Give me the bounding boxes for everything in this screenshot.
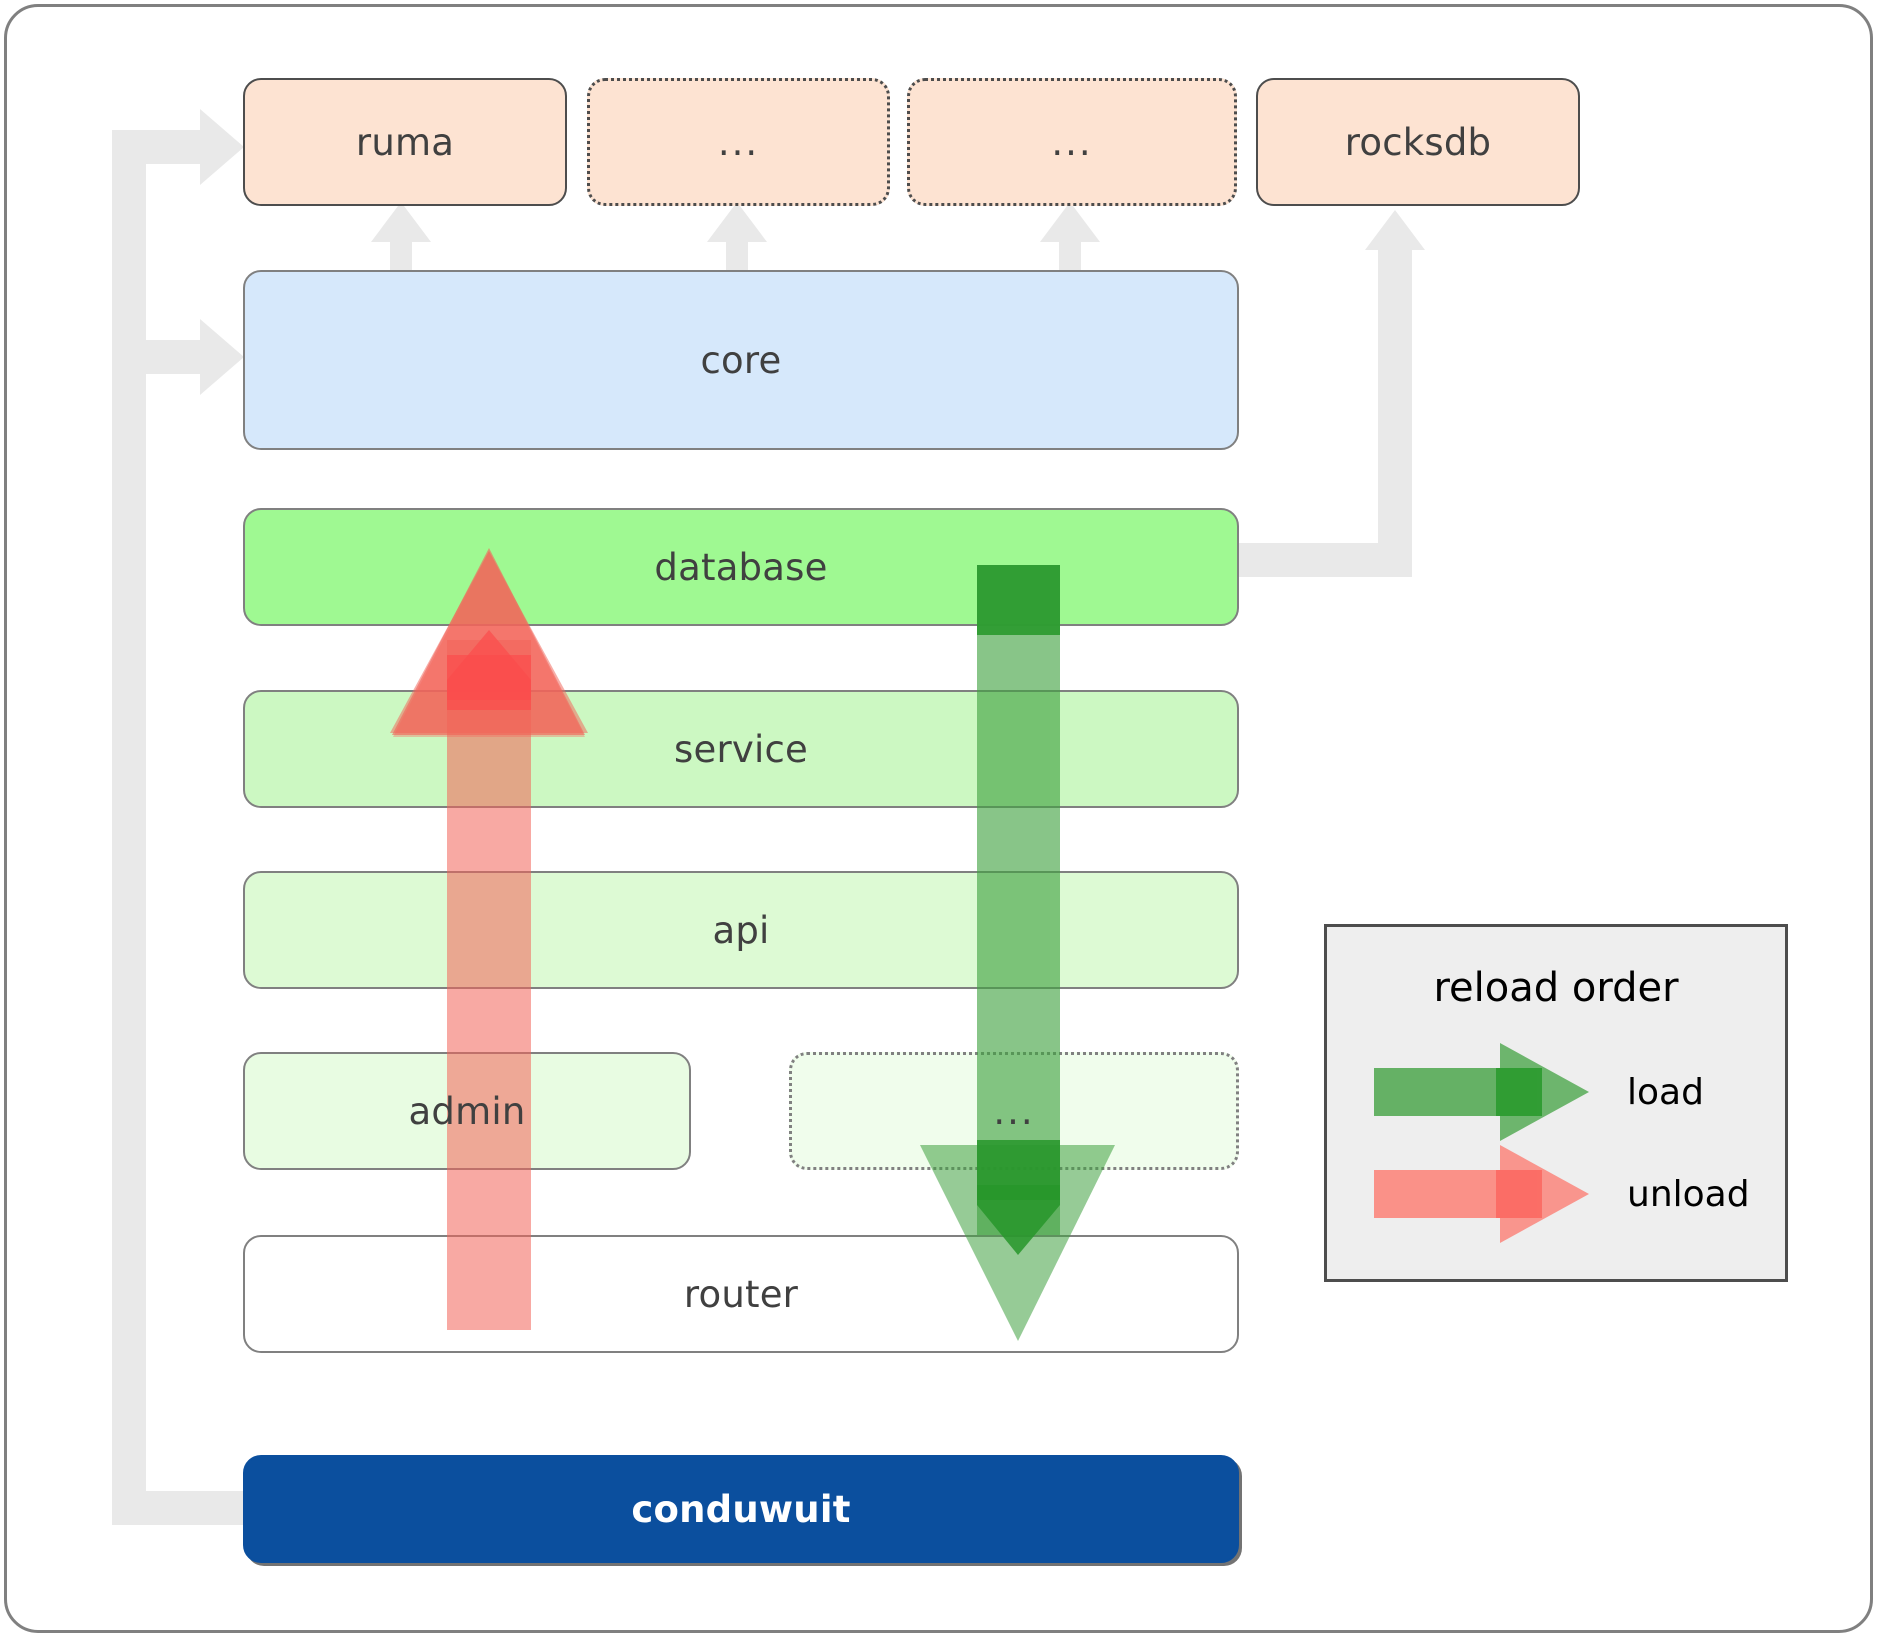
legend-unload-label: unload xyxy=(1627,1174,1750,1215)
node-admin-label: admin xyxy=(408,1089,526,1133)
node-ellipsis-mid[interactable]: ... xyxy=(789,1052,1239,1170)
node-conduwuit-label: conduwuit xyxy=(631,1487,851,1531)
node-ellipsis-top-1[interactable]: ... xyxy=(587,78,890,206)
node-router[interactable]: router xyxy=(243,1235,1239,1353)
node-core-label: core xyxy=(700,338,782,382)
node-ellipsis-top-2[interactable]: ... xyxy=(907,78,1237,206)
node-api[interactable]: api xyxy=(243,871,1239,989)
node-ruma-label: ruma xyxy=(355,120,455,164)
connector-spine-to-conduwuit xyxy=(112,1491,252,1525)
node-service[interactable]: service xyxy=(243,690,1239,808)
diagram-frame xyxy=(4,4,1873,1633)
node-ellipsis-mid-label: ... xyxy=(993,1089,1035,1133)
node-admin[interactable]: admin xyxy=(243,1052,691,1170)
connector-to-ruma-line xyxy=(146,130,206,164)
legend-load-label: load xyxy=(1627,1072,1704,1113)
node-database[interactable]: database xyxy=(243,508,1239,626)
node-service-label: service xyxy=(674,727,808,771)
connector-core-to-ellipsis2-arrowhead xyxy=(1040,202,1100,242)
node-router-label: router xyxy=(683,1272,799,1316)
node-api-label: api xyxy=(712,908,770,952)
node-ruma[interactable]: ruma xyxy=(243,78,567,206)
node-rocksdb-label: rocksdb xyxy=(1344,120,1492,164)
node-ellipsis-top-1-label: ... xyxy=(717,120,760,164)
legend-title: reload order xyxy=(1433,965,1679,1011)
connector-to-ruma-arrowhead xyxy=(200,109,244,185)
node-ellipsis-top-2-label: ... xyxy=(1051,120,1093,164)
connector-database-to-rocksdb-vertical xyxy=(1378,250,1412,560)
connector-to-core-line xyxy=(146,340,206,374)
node-conduwuit[interactable]: conduwuit xyxy=(243,1455,1239,1563)
connector-spine-vertical xyxy=(112,130,146,1525)
connector-core-to-ellipsis1-arrowhead xyxy=(707,202,767,242)
connector-to-core-arrowhead xyxy=(200,319,244,395)
node-core[interactable]: core xyxy=(243,270,1239,450)
connector-database-to-rocksdb-arrowhead xyxy=(1365,210,1425,250)
node-rocksdb[interactable]: rocksdb xyxy=(1256,78,1580,206)
connector-core-to-ruma-arrowhead xyxy=(371,202,431,242)
node-database-label: database xyxy=(654,545,828,589)
